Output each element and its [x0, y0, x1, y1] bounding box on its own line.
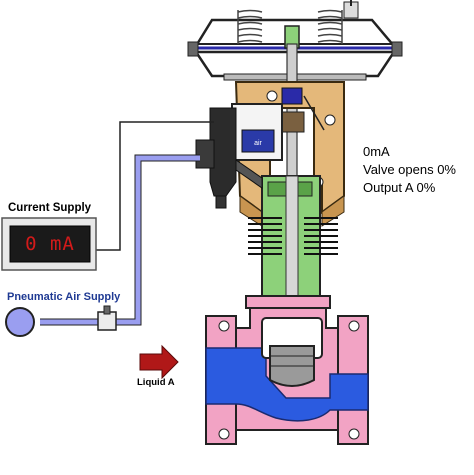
- cooling-fins: [248, 217, 338, 255]
- positioner-badge: air: [254, 140, 262, 147]
- current-supply-label: Current Supply: [8, 202, 92, 214]
- signal-wire: [96, 121, 214, 251]
- current-meter-reading: 0 mA: [25, 233, 75, 255]
- status-output: Output A 0%: [363, 180, 436, 195]
- current-meter: [1, 217, 97, 271]
- flow-arrow: [139, 344, 179, 380]
- status-readout: 0mA Valve opens 0% Output A 0%: [363, 143, 456, 197]
- liquid-label: Liquid A: [137, 377, 175, 388]
- valve-positioner: air: [195, 103, 283, 209]
- vent-plug: [343, 0, 359, 19]
- feedback-linkage: [281, 87, 325, 131]
- pneumatic-air-line: [40, 154, 200, 331]
- valve-plug: [261, 317, 323, 387]
- actuator-spring-left: [237, 9, 263, 44]
- pneumatic-air-supply-label: Pneumatic Air Supply: [7, 291, 121, 303]
- bonnet-neck: [261, 175, 321, 299]
- status-current: 0mA: [363, 144, 390, 159]
- air-supply-tank: [5, 307, 35, 337]
- status-valve-opening: Valve opens 0%: [363, 162, 456, 177]
- liquid-flow-region: [205, 347, 369, 422]
- actuator-spring-right: [317, 9, 343, 44]
- actuator-stem: [279, 25, 305, 295]
